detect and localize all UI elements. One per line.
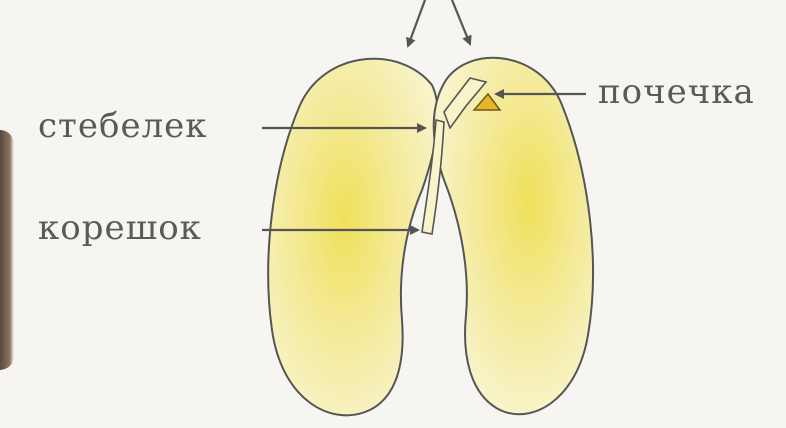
root-label: корешок — [38, 208, 202, 248]
top-arrow-left — [408, 0, 425, 46]
stem-label: стебелек — [38, 106, 208, 146]
top-arrow-right — [452, 0, 470, 44]
bud-label: почечка — [598, 72, 755, 112]
left-cotyledon — [268, 59, 438, 416]
